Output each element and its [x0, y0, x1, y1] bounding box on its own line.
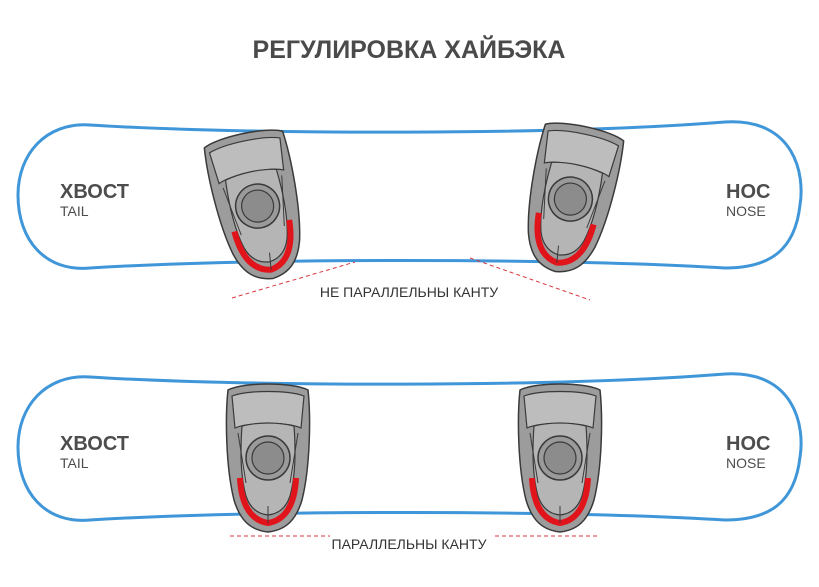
- caption: НЕ ПАРАЛЛЕЛЬНЫ КАНТУ: [320, 284, 498, 300]
- board-bottom: ХВОСТ TAIL НОС NOSE ПАРАЛЛЕЛЬНЫ КАНТУ: [16, 372, 803, 552]
- nose-sublabel: NOSE: [726, 455, 766, 471]
- tail-label: ХВОСТ: [60, 433, 129, 455]
- board-top: ХВОСТ TAIL НОС NOSE НЕ ПАРАЛЛЕЛЬНЫ КАНТУ: [16, 117, 803, 301]
- snowboard-outline: [16, 120, 803, 270]
- binding-tail: [225, 383, 311, 533]
- tail-label: ХВОСТ: [60, 181, 129, 203]
- binding-nose: [513, 117, 628, 281]
- nose-sublabel: NOSE: [726, 203, 766, 219]
- guide-line-tail: [231, 261, 356, 299]
- tail-sublabel: TAIL: [60, 203, 89, 219]
- binding-tail: [200, 124, 315, 288]
- tail-sublabel: TAIL: [60, 455, 89, 471]
- nose-label: НОС: [726, 181, 770, 203]
- guide-line-nose: [469, 257, 591, 301]
- diagram-title: РЕГУЛИРОВКА ХАЙБЭКА: [253, 34, 566, 64]
- snowboard-outline: [16, 372, 803, 522]
- caption: ПАРАЛЛЕЛЬНЫ КАНТУ: [332, 536, 487, 552]
- binding-nose: [517, 383, 603, 533]
- nose-label: НОС: [726, 433, 770, 455]
